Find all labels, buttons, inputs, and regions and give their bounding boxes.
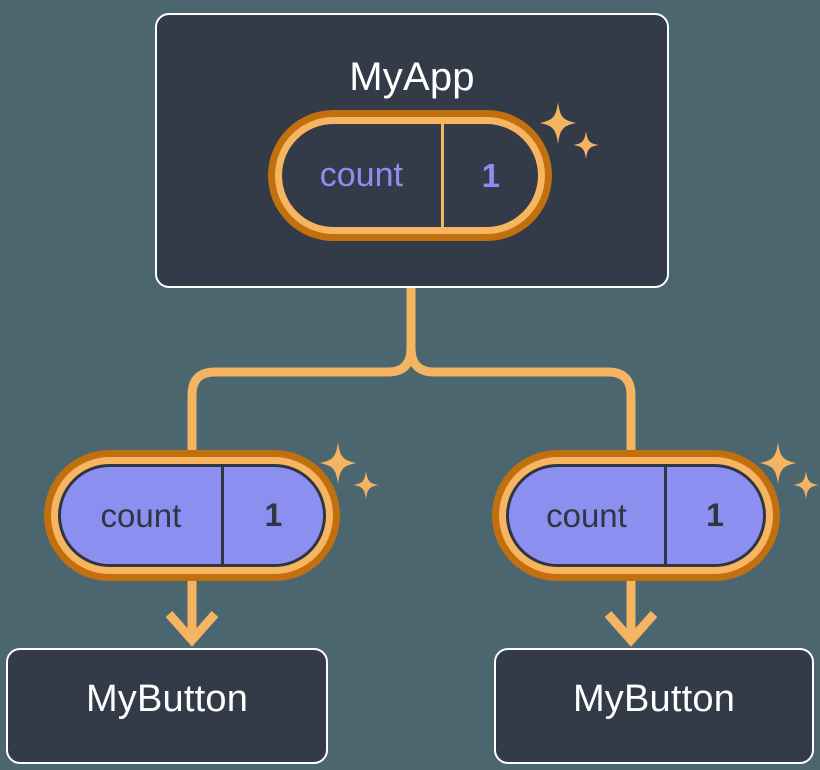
state-pill-body: count 1 — [506, 464, 766, 567]
connector-branch-left — [187, 347, 416, 455]
state-pill-inner-ring: count 1 — [51, 457, 333, 574]
state-pill-child-left[interactable]: count 1 — [44, 450, 340, 581]
connector-branch-right — [406, 347, 636, 455]
state-pill-value: 1 — [264, 497, 283, 533]
state-pill-outer-ring: count 1 — [268, 110, 552, 241]
node-mybutton-left-card[interactable]: MyButton — [6, 648, 328, 764]
state-pill-key: count — [61, 467, 224, 564]
state-pill-inner-ring: count 1 — [499, 457, 773, 574]
state-pill-child-right[interactable]: count 1 — [492, 450, 780, 581]
state-pill-inner-ring: count 1 — [275, 117, 545, 234]
arrow-down-icon-right — [604, 611, 658, 647]
state-pill-outer-ring: count 1 — [492, 450, 780, 581]
node-mybutton-right-title: MyButton — [572, 678, 736, 720]
node-mybutton-right-card[interactable]: MyButton — [494, 648, 814, 764]
state-pill-body: count 1 — [58, 464, 326, 567]
state-pill-key: count — [509, 467, 667, 564]
node-myapp-title: MyApp — [349, 55, 475, 99]
state-pill-body: count 1 — [282, 124, 538, 227]
state-pill-value: 1 — [481, 156, 501, 194]
node-mybutton-left-title: MyButton — [85, 678, 249, 720]
state-pill-value: 1 — [706, 497, 724, 533]
state-pill-key: count — [282, 124, 444, 227]
state-pill-myapp[interactable]: count 1 — [268, 110, 552, 241]
state-pill-outer-ring: count 1 — [44, 450, 340, 581]
arrow-down-icon-left — [165, 611, 219, 647]
